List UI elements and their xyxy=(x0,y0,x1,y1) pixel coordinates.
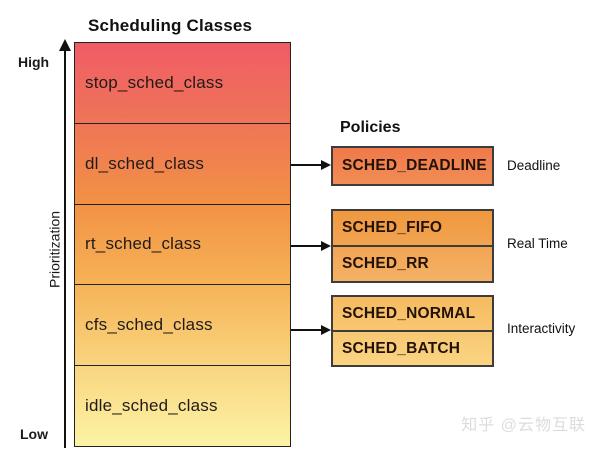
arrow-right-icon xyxy=(321,160,331,170)
watermark: 知乎 @云物互联 xyxy=(461,417,586,434)
arrow-right-icon xyxy=(321,325,331,335)
category-label-interactivity: Interactivity xyxy=(507,321,576,336)
policy-cell-sched-normal: SCHED_NORMAL xyxy=(342,304,476,322)
arrow-rt-to-realtime xyxy=(291,245,322,247)
priority-axis-line xyxy=(64,50,66,448)
axis-low-label: Low xyxy=(20,426,48,442)
policy-cell-sched-batch: SCHED_BATCH xyxy=(333,330,492,365)
policy-box-interactivity: SCHED_NORMAL SCHED_BATCH xyxy=(331,295,494,367)
policy-box-deadline: SCHED_DEADLINE xyxy=(331,146,494,186)
class-label: cfs_sched_class xyxy=(85,315,213,335)
class-row-rt: rt_sched_class xyxy=(75,203,290,285)
page-title: Scheduling Classes xyxy=(88,16,253,35)
class-row-cfs: cfs_sched_class xyxy=(75,284,290,365)
class-label: dl_sched_class xyxy=(85,153,205,173)
policy-cell-sched-deadline: SCHED_DEADLINE xyxy=(342,157,487,174)
class-row-stop: stop_sched_class xyxy=(75,43,290,123)
class-label: idle_sched_class xyxy=(85,396,218,416)
policies-heading: Policies xyxy=(340,119,401,136)
category-label-realtime: Real Time xyxy=(507,236,568,251)
scheduling-class-stack: stop_sched_class dl_sched_class rt_sched… xyxy=(74,42,291,447)
class-row-dl: dl_sched_class xyxy=(75,122,290,204)
class-row-idle: idle_sched_class xyxy=(75,365,290,446)
policy-cell-sched-fifo: SCHED_FIFO xyxy=(342,219,443,236)
axis-high-label: High xyxy=(18,54,50,70)
arrow-dl-to-deadline xyxy=(291,164,322,166)
axis-title-prioritization: Prioritization xyxy=(46,210,63,289)
policy-cell-sched-rr: SCHED_RR xyxy=(333,245,492,281)
arrow-cfs-to-interactivity xyxy=(291,329,322,331)
class-label: stop_sched_class xyxy=(85,72,224,92)
arrow-right-icon xyxy=(321,241,331,251)
policy-box-realtime: SCHED_FIFO SCHED_RR xyxy=(331,209,494,283)
category-label-deadline: Deadline xyxy=(507,158,561,173)
axis-arrow-up-icon xyxy=(59,39,71,51)
class-label: rt_sched_class xyxy=(85,234,202,254)
